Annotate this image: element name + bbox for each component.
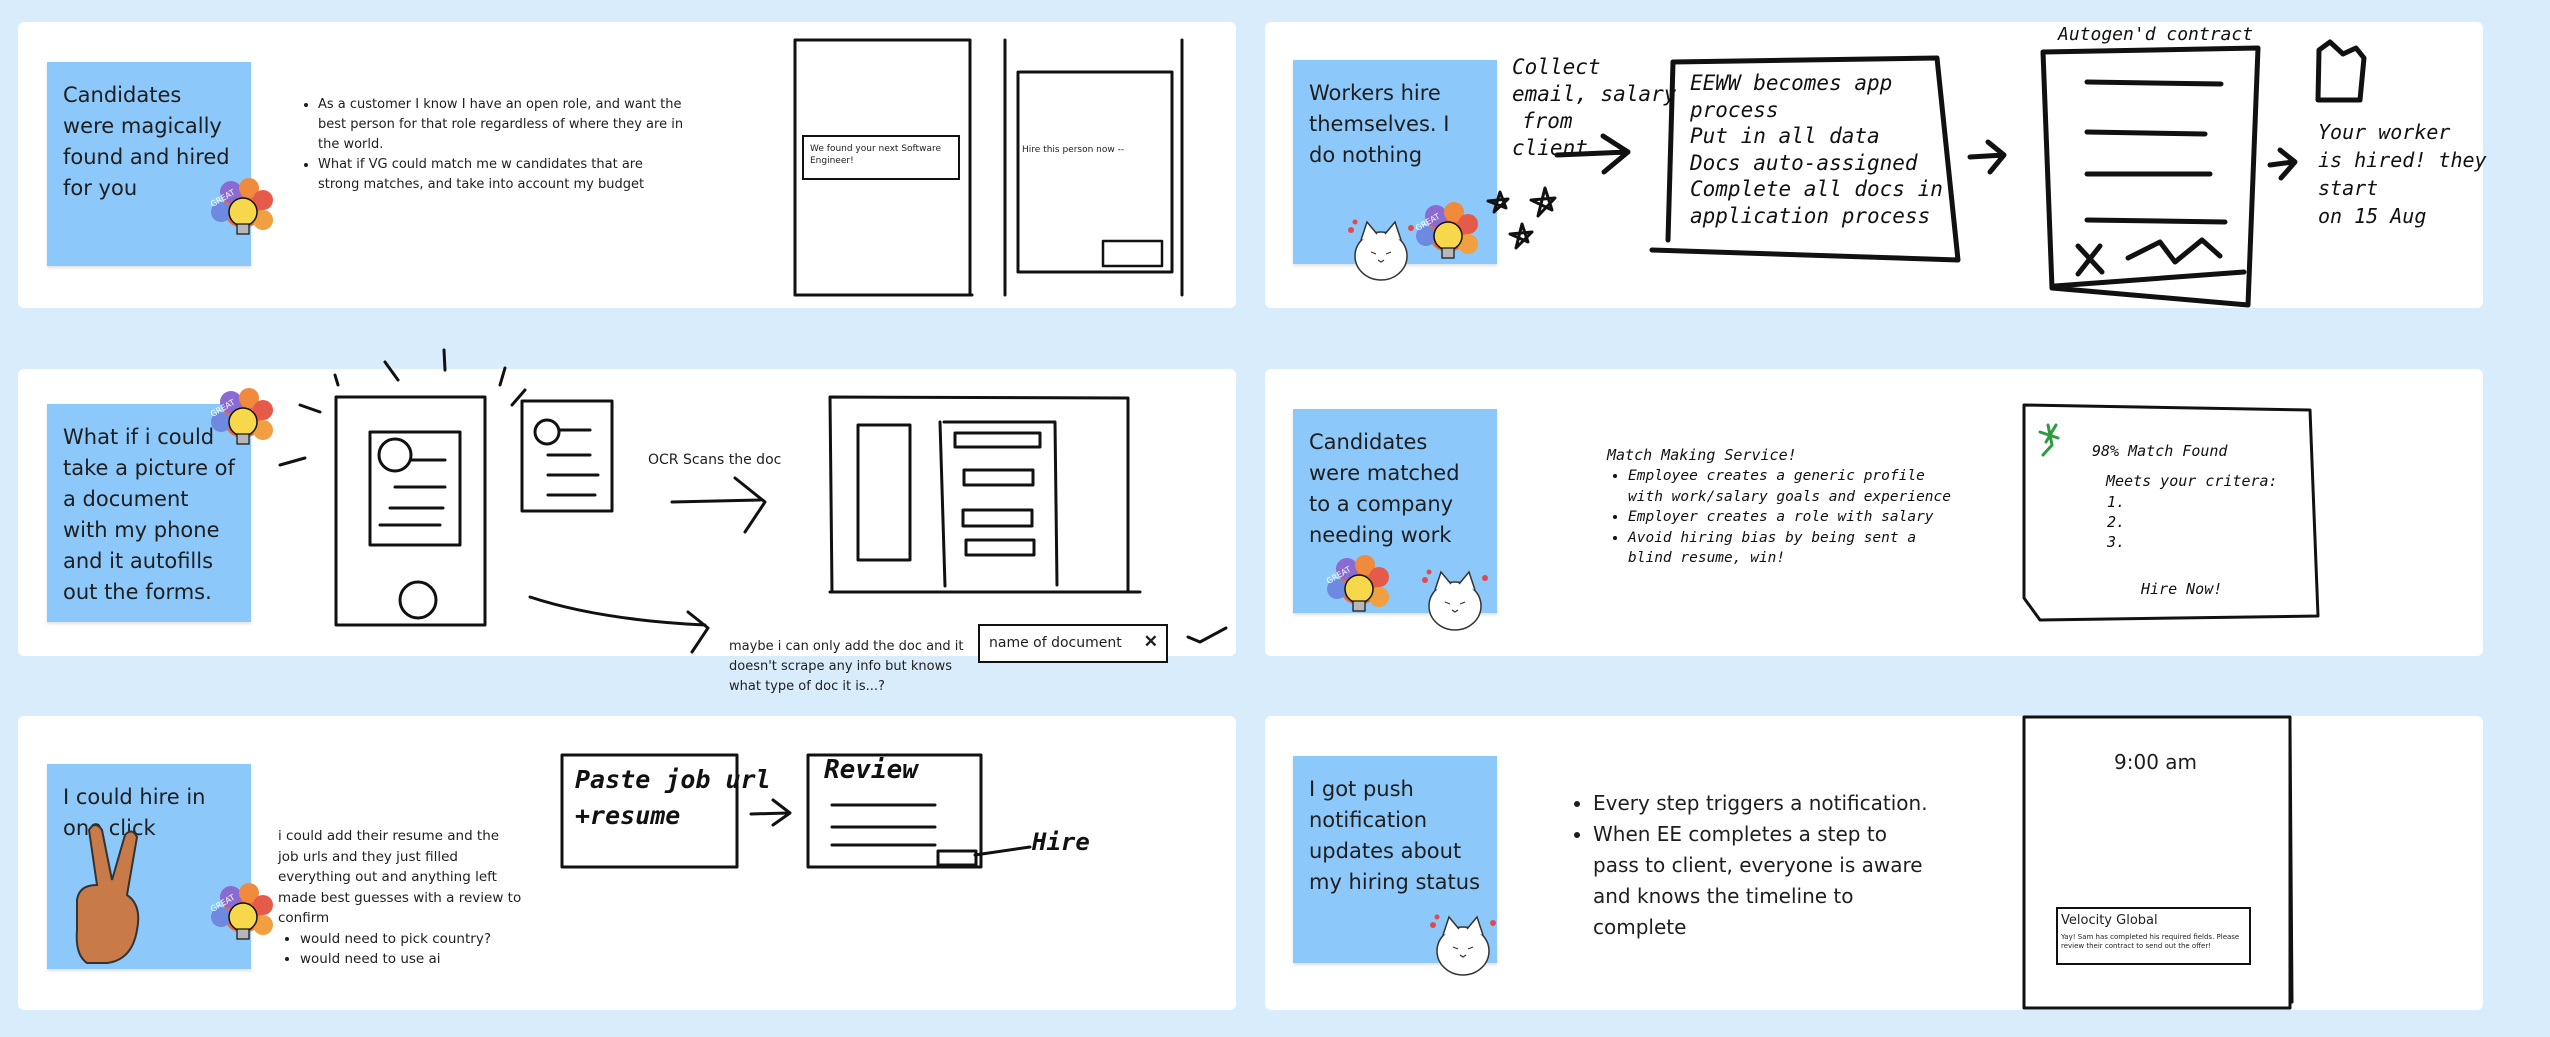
lightbulb-sticker-icon [1324, 554, 1390, 612]
bullet-list: As a customer I know I have an open role… [300, 95, 685, 195]
match-making-title: Match Making Service! [1607, 446, 1797, 464]
arrows [1554, 133, 2298, 181]
lightbulb-sticker-icon [208, 177, 274, 235]
contract-title: Autogen'd contract [2058, 24, 2254, 45]
list-item: Avoid hiring bias by being sent a blind … [1628, 528, 1952, 569]
list-item: What if VG could match me w candidates t… [318, 155, 685, 195]
sticky-note[interactable]: What if i could take a picture of a docu… [47, 404, 251, 622]
phone-frame [2022, 715, 2294, 1010]
notification-title: Velocity Global [2061, 913, 2158, 928]
list-item: Employer creates a role with salary [1628, 507, 1952, 528]
sticky-note[interactable]: Candidates were magically found and hire… [47, 62, 251, 266]
list-item: would need to pick country? [300, 929, 522, 949]
lightbulb-sticker-icon [208, 882, 274, 940]
close-icon[interactable]: ✕ [1143, 632, 1158, 651]
lock-screen-time: 9:00 am [2114, 750, 2198, 774]
resume-note: i could add their resume and the job url… [278, 828, 522, 926]
criteria-list: 1.2.3. [2107, 493, 2126, 551]
lightbulb-sticker-icon [208, 387, 274, 445]
notification-body: Yay! Sam has completed his required fiel… [2061, 933, 2240, 950]
process-box-left [1665, 59, 1676, 243]
found-box[interactable]: We found your next Software Engineer! [802, 135, 960, 180]
match-found: 98% Match Found [2092, 442, 2228, 460]
review-label: Review [824, 755, 918, 785]
paste-box [560, 753, 739, 869]
ocr-arrow [670, 476, 767, 534]
peace-hand-icon [75, 824, 140, 964]
review-box [806, 753, 1032, 869]
doc-sketch [520, 399, 614, 513]
cat-sticker-icon [1421, 568, 1489, 631]
lightbulb-sticker-icon [1413, 201, 1479, 259]
one-click-arrow [749, 798, 792, 827]
list-item: Every step triggers a notification. [1593, 788, 1935, 819]
phone-sketch [278, 348, 527, 627]
cat-sticker-icon [1429, 913, 1497, 976]
screen-sketch [828, 395, 1142, 594]
ocr-label: OCR Scans the doc [648, 452, 782, 468]
criteria-label: Meets your critera: [2106, 472, 2278, 490]
hire-now-label[interactable]: Hire Now! [2141, 580, 2223, 598]
match-doc [2022, 403, 2320, 622]
pin-icon [2038, 423, 2060, 457]
check-icon [1186, 626, 1228, 644]
star-icon [1486, 186, 1557, 250]
thumb-icon [2315, 39, 2367, 103]
bullet-list: Every step triggers a notification. When… [1575, 788, 1935, 943]
maybe-note: maybe i can only add the doc and it does… [729, 639, 964, 694]
hire-label[interactable]: Hire [1032, 828, 1090, 856]
collect-note: Collect email, salary from client [1512, 55, 1677, 160]
list-item: When EE completes a step to pass to clie… [1593, 819, 1935, 943]
notification-card[interactable]: Velocity Global Yay! Sam has completed h… [2056, 907, 2251, 965]
cat-sticker-icon [1347, 218, 1415, 281]
list-item: would need to use ai [300, 949, 522, 969]
document-name-field[interactable]: name of document ✕ [978, 624, 1168, 663]
match-bullets: Employee creates a generic profile with … [1612, 466, 1952, 569]
list-item: As a customer I know I have an open role… [318, 95, 685, 155]
process-box [1649, 55, 1961, 263]
maybe-arrow [528, 595, 710, 654]
contract-doc [2040, 45, 2261, 308]
list-item: Employee creates a generic profile with … [1628, 466, 1952, 507]
doc-frame [793, 38, 1184, 297]
hire-box-text: Hire this person now -- [1022, 145, 1125, 155]
bullet-list: would need to pick country? would need t… [282, 929, 522, 969]
